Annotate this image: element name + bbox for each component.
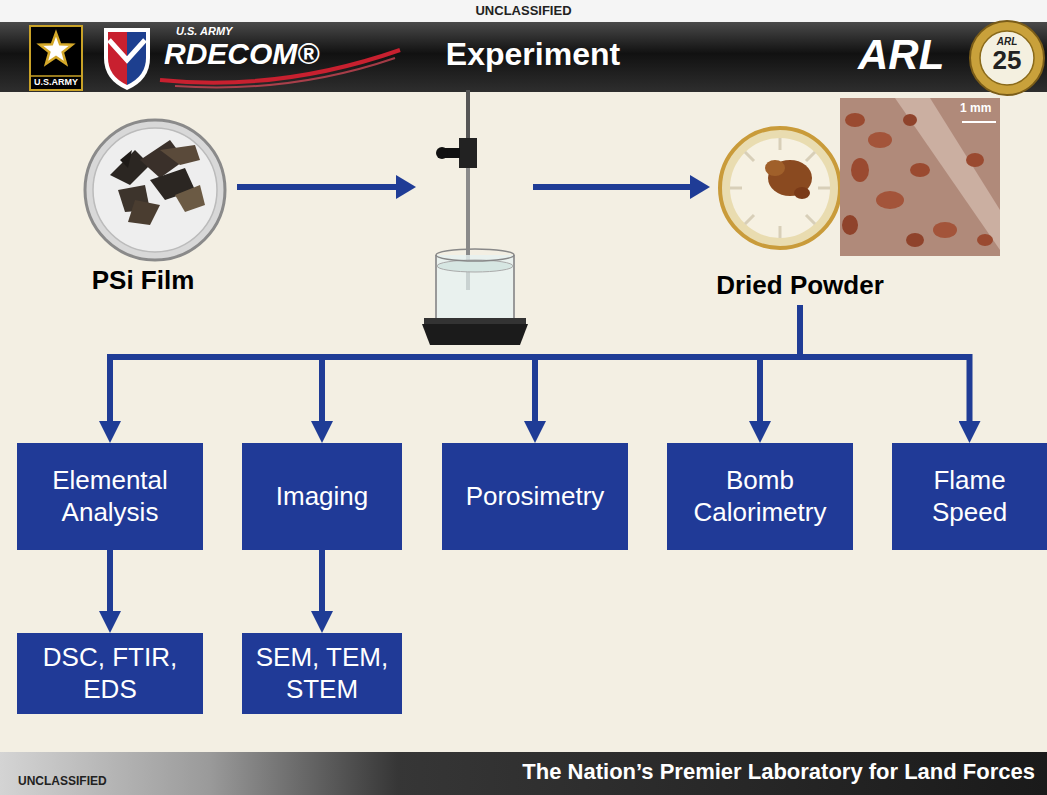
powder [765, 160, 785, 176]
sample-photo: Dried Powder [700, 110, 900, 305]
box-label: DSC, FTIR, EDS [25, 642, 195, 704]
analysis-box: Imaging [242, 443, 402, 550]
analysis-box: Flame Speed [892, 443, 1047, 550]
photo-caption: Dried Powder [716, 270, 884, 301]
box-label: SEM, TEM, STEM [250, 642, 394, 704]
rdecom-chevron [109, 40, 145, 60]
sonicator-probe [466, 168, 470, 268]
micrograph-particle [966, 153, 984, 167]
analysis-box: SEM, TEM, STEM [242, 633, 402, 714]
hot-plate-top [424, 318, 526, 324]
slide-title: Experiment [333, 35, 733, 73]
flow-arrow [800, 305, 970, 433]
micrograph [840, 98, 1000, 256]
psi-flake [160, 145, 200, 165]
analysis-box: Bomb Calorimetry [667, 443, 853, 550]
micrograph-particle [903, 114, 917, 126]
petri-dish [85, 120, 225, 260]
flow-arrow [107, 550, 113, 623]
clamp-knob [436, 147, 448, 159]
micrograph-particle [868, 132, 892, 148]
sonicator-head [459, 138, 477, 168]
micrograph-particle [876, 191, 904, 209]
classification-banner: UNCLASSIFIED [18, 775, 107, 788]
process-arrowhead [690, 175, 710, 199]
seal-text: 25 [980, 46, 1034, 75]
box-label: Bomb Calorimetry [675, 465, 845, 527]
flow-arrow [535, 305, 800, 433]
flow-arrow [322, 305, 800, 433]
psi-flake [128, 200, 160, 225]
micrograph-particle [906, 233, 924, 247]
flow-arrow [319, 550, 325, 623]
beaker [436, 255, 514, 328]
micrograph-particle [910, 163, 930, 177]
footer-slogan: The Nation’s Premier Laboratory for Land… [380, 760, 1035, 784]
logo-text: U.S.ARMY [30, 78, 82, 88]
logo-text: U.S. ARMY [176, 25, 232, 37]
micrograph-stripe [895, 98, 1000, 250]
powder [794, 187, 810, 199]
flow-arrow [760, 305, 800, 433]
army-star [40, 33, 72, 64]
anniversary-seal-inner [980, 31, 1034, 85]
psi-flake [120, 150, 132, 168]
army-logo [30, 26, 82, 90]
scale-bar [962, 121, 996, 123]
photo-caption: PSi Film [92, 265, 195, 296]
petri-dish-inner [93, 128, 217, 252]
logo-text: ARL [858, 32, 944, 78]
process-arrow [533, 184, 692, 190]
analysis-box: Elemental Analysis [17, 443, 203, 550]
psi-flake [175, 185, 205, 212]
rdecom-shield [104, 28, 150, 90]
psi-flake [110, 150, 150, 185]
scale-label: 1 mm [960, 102, 991, 115]
analysis-box: DSC, FTIR, EDS [17, 633, 203, 714]
box-label: Elemental Analysis [25, 465, 195, 527]
dish-streaks [730, 138, 830, 238]
analysis-box: Porosimetry [442, 443, 628, 550]
box-label: Flame Speed [900, 465, 1039, 527]
micrograph-particle [977, 234, 993, 246]
footer-bar [0, 752, 1047, 795]
beaker-liquid [437, 260, 513, 272]
header-bar [0, 22, 1047, 92]
flow-arrow [110, 305, 800, 433]
micrograph-particle [845, 113, 865, 127]
micrograph-particle [842, 215, 858, 235]
box-label: Imaging [276, 481, 369, 512]
sample-photo: PSi Film [43, 110, 243, 300]
petri-dish-inner [730, 138, 830, 238]
hot-plate [422, 324, 528, 345]
process-arrowhead [396, 175, 416, 199]
anniversary-seal [970, 21, 1044, 95]
petri-dish [720, 128, 840, 248]
micrograph-particle [851, 158, 869, 182]
army-logo-rule [31, 75, 81, 77]
classification-banner: UNCLASSIFIED [0, 4, 1047, 18]
body-ground [0, 92, 1047, 752]
logo-text: RDECOM® [164, 37, 319, 70]
beaker-rim [436, 249, 514, 261]
micrograph-particle [933, 222, 957, 238]
top-strip [0, 0, 1047, 22]
process-arrow [237, 184, 398, 190]
box-label: Porosimetry [466, 481, 605, 512]
